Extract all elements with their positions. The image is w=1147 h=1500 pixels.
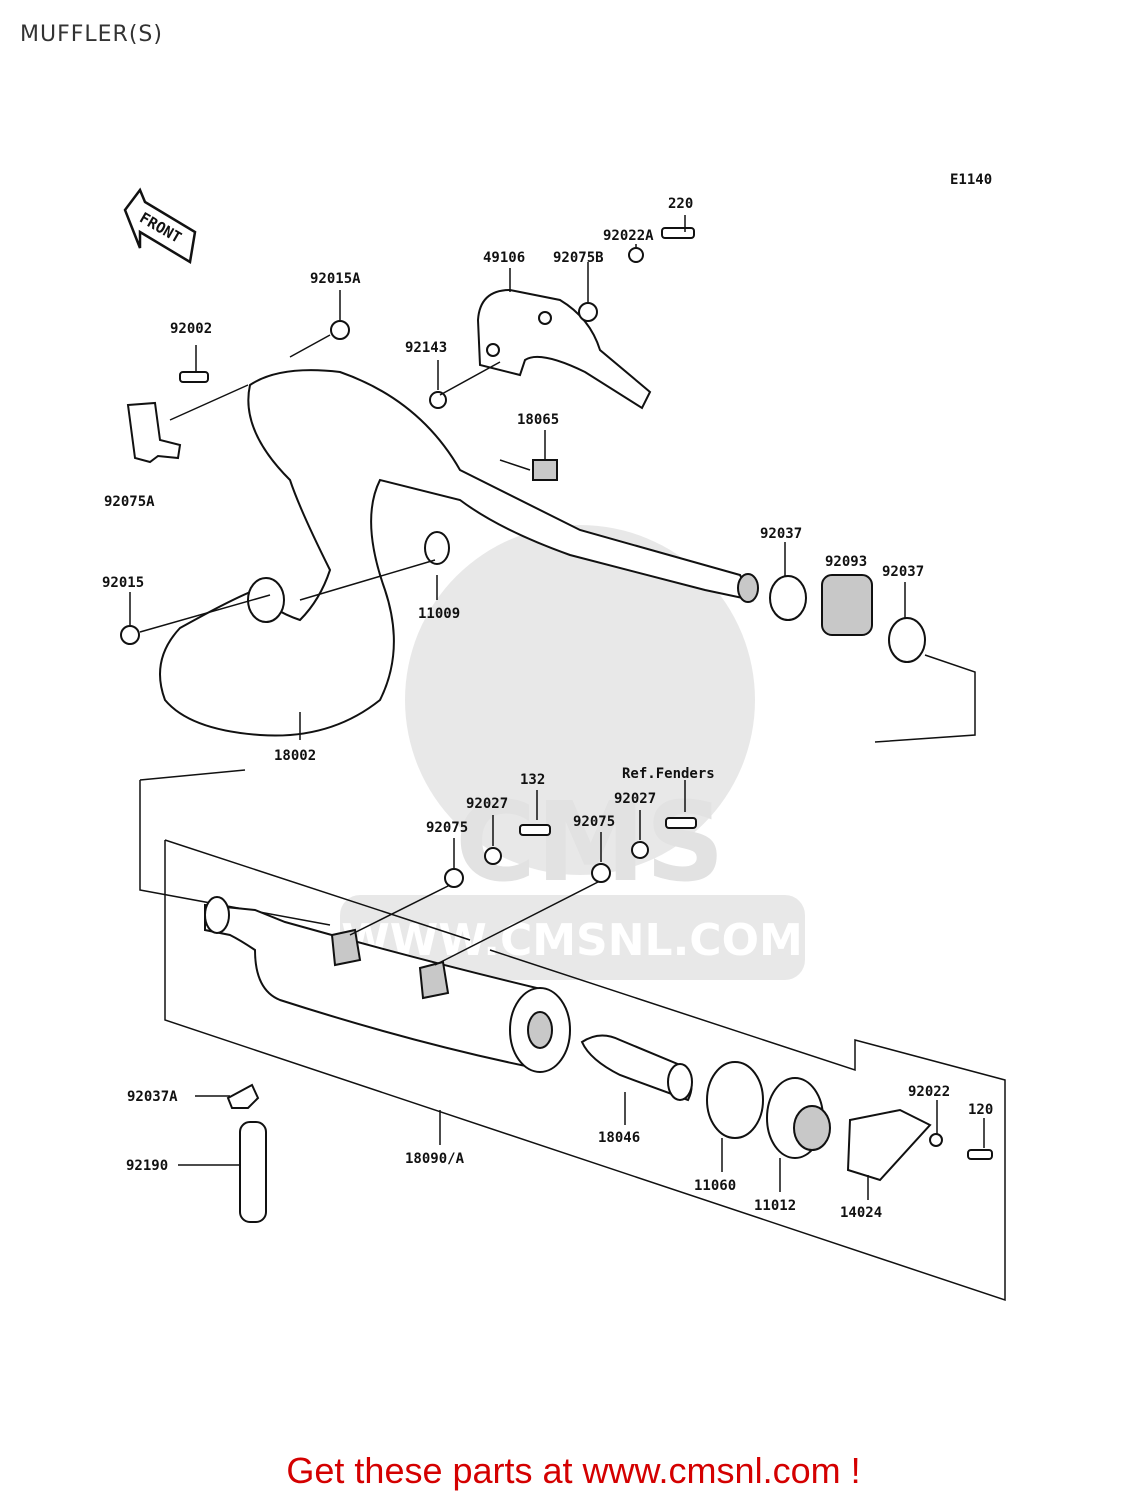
part-label[interactable]: 92075 <box>426 820 468 836</box>
gasket-ring <box>424 531 450 565</box>
nut-icon <box>120 625 140 645</box>
damper-icon <box>532 459 558 481</box>
part-label[interactable]: 92002 <box>170 321 212 337</box>
watermark-banner <box>340 895 805 980</box>
part-label[interactable]: 92093 <box>825 554 867 570</box>
part-label[interactable]: 49106 <box>483 250 525 266</box>
guard-hole <box>538 311 552 325</box>
part-label[interactable]: Ref.Fenders <box>622 766 715 782</box>
part-label[interactable]: 11009 <box>418 606 460 622</box>
part-label[interactable]: 92027 <box>466 796 508 812</box>
parts-diagram: CMS WWW.CMSNL.COM FRONT <box>102 172 1006 1302</box>
bolt-icon <box>519 824 551 836</box>
part-label[interactable]: 18002 <box>274 748 316 764</box>
bolt-icon <box>665 817 697 829</box>
part-label[interactable]: 92143 <box>405 340 447 356</box>
inlet-pipe-end <box>204 896 230 934</box>
rubber-tube <box>239 1121 267 1223</box>
nut-icon <box>631 841 649 859</box>
nut-icon <box>429 391 447 409</box>
diagram-code: E1140 <box>950 172 992 188</box>
spark-arrester <box>846 1108 932 1182</box>
part-label[interactable]: 92015 <box>102 575 144 591</box>
bolt-icon <box>967 1149 993 1160</box>
part-label[interactable]: 92075 <box>573 814 615 830</box>
bolt-icon <box>179 371 209 383</box>
clamp <box>769 575 807 621</box>
clamp <box>888 617 926 663</box>
watermark-logo: CMS <box>455 778 724 906</box>
muffler-mount <box>330 928 362 967</box>
nut-icon <box>578 302 598 322</box>
front-arrow-icon: FRONT <box>123 187 197 265</box>
part-label[interactable]: 14024 <box>840 1205 882 1221</box>
part-label[interactable]: 18065 <box>517 412 559 428</box>
part-label[interactable]: 11012 <box>754 1198 796 1214</box>
part-label[interactable]: 92022 <box>908 1084 950 1100</box>
muffler-mount <box>418 960 450 1000</box>
heat-guard <box>476 288 652 410</box>
part-label[interactable]: 92022A <box>603 228 654 244</box>
part-label[interactable]: 92075A <box>104 494 155 510</box>
muffler-core <box>527 1011 553 1049</box>
part-label[interactable]: 120 <box>968 1102 993 1118</box>
nut-icon <box>444 868 464 888</box>
part-label[interactable]: 92027 <box>614 791 656 807</box>
part-label[interactable]: 92075B <box>553 250 604 266</box>
part-label[interactable]: 92037 <box>882 564 924 580</box>
guard-hole <box>486 343 500 357</box>
bracket <box>126 401 182 464</box>
page-title: MUFFLER(S) <box>20 22 163 47</box>
washer-icon <box>929 1133 943 1147</box>
packing-end <box>667 1063 693 1101</box>
exhaust-pipe <box>159 369 754 737</box>
part-label[interactable]: 132 <box>520 772 545 788</box>
part-label[interactable]: 92190 <box>126 1158 168 1174</box>
muffler-body <box>204 903 546 1072</box>
watermark-logo-circle <box>405 525 755 875</box>
coupler-tube <box>821 574 873 636</box>
bolt-icon <box>661 227 695 239</box>
end-gasket <box>706 1061 764 1139</box>
pipe-outlet <box>737 573 759 603</box>
nut-icon <box>591 863 611 883</box>
nut-icon <box>330 320 350 340</box>
end-cap-outlet <box>793 1105 831 1151</box>
footer-link[interactable]: Get these parts at www.cmsnl.com ! <box>286 1450 861 1491</box>
part-label[interactable]: 92037 <box>760 526 802 542</box>
part-label[interactable]: 92037A <box>127 1089 178 1105</box>
clip-icon <box>226 1083 260 1109</box>
nut-icon <box>484 847 502 865</box>
part-label[interactable]: 11060 <box>694 1178 736 1194</box>
part-label[interactable]: 18090/A <box>405 1151 465 1167</box>
pipe-flange <box>247 577 285 623</box>
washer-icon <box>628 247 644 263</box>
part-label[interactable]: 220 <box>668 196 693 212</box>
part-label[interactable]: 18046 <box>598 1130 640 1146</box>
part-label[interactable]: 92015A <box>310 271 361 287</box>
